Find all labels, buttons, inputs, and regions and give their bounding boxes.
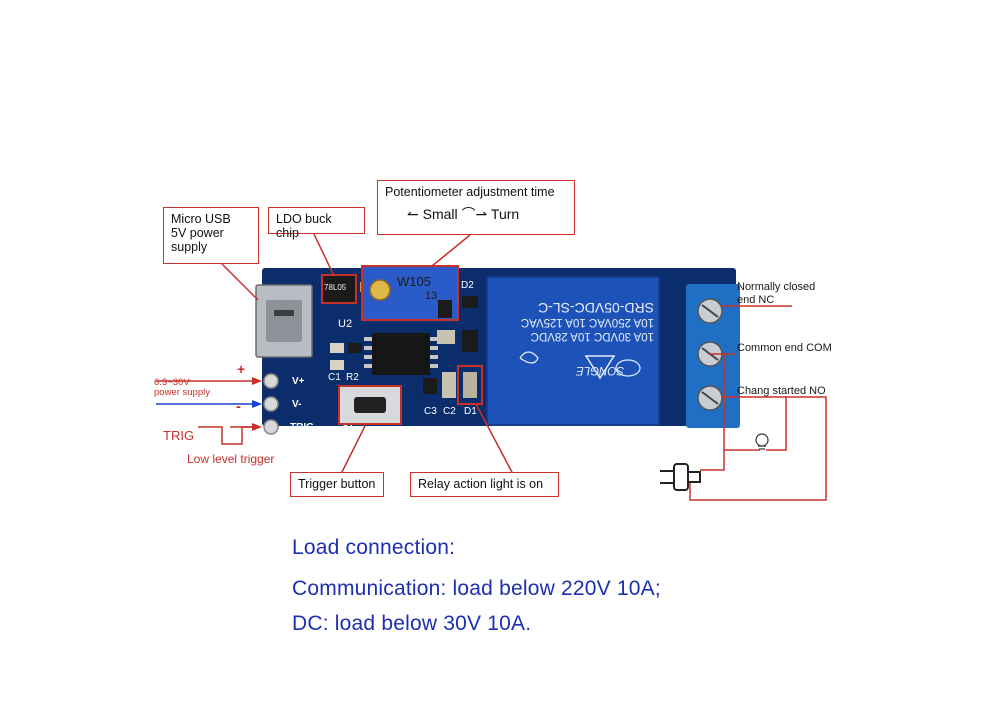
silk-c1: C1 <box>328 372 341 383</box>
label-nc: Normally closed end NC <box>737 281 816 306</box>
label-plus: + <box>237 361 246 377</box>
label-no: Chang started NO <box>737 385 826 397</box>
callout-micro-usb: Micro USB 5V power supply <box>163 207 259 264</box>
leader-ldo <box>313 233 335 277</box>
leader-relay-light <box>475 403 515 477</box>
label-minus: - <box>236 398 241 415</box>
ldo-chip-text: 78L05 <box>324 283 347 292</box>
pin-label-vplus: V+ <box>292 376 305 387</box>
label-trig: TRIG <box>163 428 195 443</box>
silk-s1: S1 <box>342 424 355 435</box>
silk-d2: D2 <box>461 280 474 291</box>
left-arrow-icon: ↼ <box>407 206 419 222</box>
pot-title: Potentiometer adjustment time <box>385 185 555 199</box>
callout-ldo: LDO buck chip <box>268 207 365 240</box>
pin-label-vminus: V- <box>292 399 302 410</box>
leader-pot <box>431 234 471 267</box>
callout-relay-light: Relay action light is on <box>410 472 559 497</box>
ldo-chip <box>321 274 357 304</box>
silk-c3: C3 <box>424 406 437 417</box>
callout-trigger-button: Trigger button <box>290 472 384 497</box>
label-power-supply: 6.3~30V power supply <box>154 377 210 398</box>
note-dc-load: DC: load below 30V 10A. <box>292 612 532 635</box>
pin-hole-trig <box>263 419 279 435</box>
low-trigger-waveform <box>198 426 256 445</box>
silk-r2: R2 <box>346 372 359 383</box>
pot-small: Small <box>422 206 458 222</box>
leader-trigger <box>339 423 367 477</box>
relay-line-4: SONGLE <box>576 364 624 376</box>
relay-cqc-icon <box>615 359 641 377</box>
relay-ul-icon <box>519 351 539 364</box>
relay-line-3: 10A 30VDC 10A 28VDC <box>530 330 654 342</box>
callout-potentiometer: Potentiometer adjustment time ↼ Small ⌒⇀… <box>377 180 575 235</box>
note-title: Load connection: <box>292 536 456 559</box>
lamp-icon <box>755 433 769 450</box>
ic-chip <box>372 333 430 375</box>
pin-hole-vminus <box>263 396 279 412</box>
relay-line-2: 10A 250VAC 10A 125VAC <box>520 316 654 328</box>
relay-warning-triangle-icon <box>584 355 616 380</box>
pin-label-trig: TRIG <box>290 422 314 433</box>
pot-text: W105 <box>397 274 431 289</box>
pin-hole-vplus <box>263 373 279 389</box>
leader-usb <box>221 263 259 301</box>
relay-printed-text: SONGLE 10A 30VDC 10A 28VDC 10A 250VAC 10… <box>494 300 654 377</box>
relay <box>486 276 660 426</box>
relay-led-highlight <box>457 365 483 405</box>
plug-icon <box>660 463 701 491</box>
silk-c2: C2 <box>443 406 456 417</box>
potentiometer-screw <box>369 279 391 301</box>
label-low-level-trigger: Low level trigger <box>187 452 275 466</box>
wire-plug-b <box>689 396 827 501</box>
silk-u2: U2 <box>338 318 353 330</box>
curve-arrow-icon: ⌒⇀ <box>461 206 488 222</box>
wire-no <box>722 396 787 451</box>
pot-turn: Turn <box>490 206 520 222</box>
wire-com <box>710 353 760 451</box>
pot-subtext: 13 <box>425 290 438 302</box>
relay-line-1: SRD-05VDC-SL-C <box>538 300 654 316</box>
wire-plug-a <box>700 450 725 471</box>
silk-d1: D1 <box>464 406 477 417</box>
pot-direction: ↼ Small ⌒⇀ Turn <box>385 207 567 221</box>
label-com: Common end COM <box>737 342 832 354</box>
note-ac-load: Communication: load below 220V 10A; <box>292 577 661 600</box>
